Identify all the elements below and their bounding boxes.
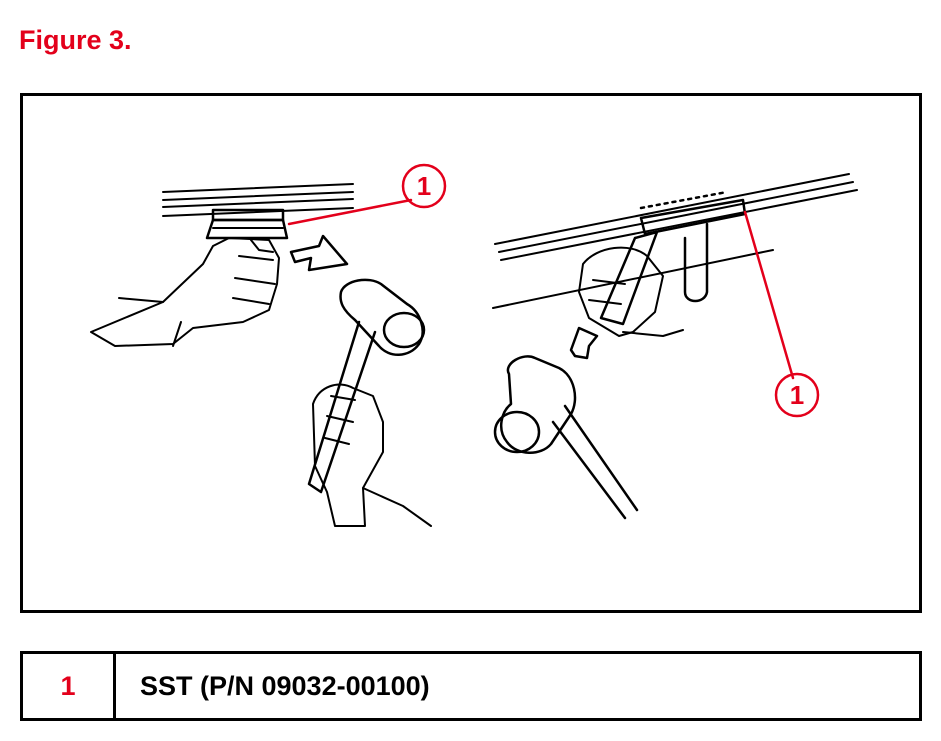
illustration-frame: 1 1 bbox=[20, 93, 922, 613]
right-scene bbox=[492, 173, 858, 520]
legend-table: 1 SST (P/N 09032-00100) bbox=[20, 651, 922, 721]
legend-item-number: 1 bbox=[23, 654, 116, 718]
sst-tool-left bbox=[205, 218, 289, 240]
arrow-right bbox=[569, 326, 599, 360]
left-scene bbox=[90, 183, 432, 527]
callout-number-left: 1 bbox=[417, 171, 431, 201]
hammer-right bbox=[493, 355, 639, 520]
callout-number-right: 1 bbox=[790, 380, 804, 410]
callout-circle-left bbox=[401, 163, 447, 209]
left-hand bbox=[90, 237, 280, 347]
hammer-left bbox=[307, 278, 432, 527]
leader-line-left bbox=[287, 198, 413, 226]
callout-circle-right bbox=[774, 372, 820, 418]
installation-illustration: 1 1 bbox=[90, 163, 858, 527]
arrow-left bbox=[289, 234, 349, 272]
legend-item-description: SST (P/N 09032-00100) bbox=[140, 670, 430, 701]
leader-line-right bbox=[743, 210, 795, 380]
right-hand bbox=[578, 246, 664, 337]
figure-title: Figure 3. bbox=[19, 25, 132, 55]
